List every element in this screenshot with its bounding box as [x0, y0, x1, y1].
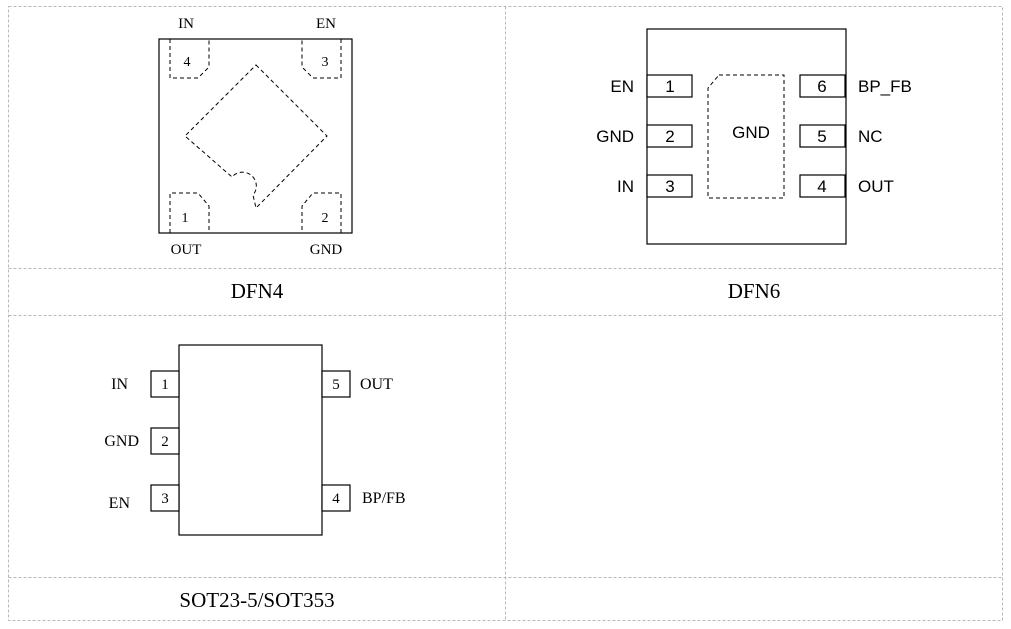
sot23-body — [178, 344, 323, 536]
dfn6-caption: DFN6 — [727, 279, 781, 303]
sot23-pin-number: 1 — [161, 377, 169, 393]
sot23-pin1-lead — [150, 370, 180, 398]
dfn4-pin-number: 2 — [322, 211, 329, 226]
sot23-pin-number: 4 — [332, 491, 340, 507]
dfn6-pin-label: IN — [617, 177, 634, 196]
dfn6-pin6-pad — [799, 74, 846, 98]
dfn6-pin-label: NC — [858, 127, 883, 146]
dfn4-body — [158, 38, 353, 234]
dfn6-pin-number: 4 — [817, 177, 826, 196]
sot23-pin-number: 2 — [161, 434, 169, 450]
dfn6-pin-number: 5 — [817, 127, 826, 146]
dfn6-pin1-pad — [646, 74, 693, 98]
sot23-pin-label: OUT — [360, 376, 393, 393]
sot23-pin5-lead — [321, 370, 351, 398]
sot23-pin3-lead — [150, 484, 180, 512]
dfn4-pin3-pad — [301, 39, 342, 79]
dfn4-pin2-pad — [301, 192, 342, 233]
dfn4-pin-number: 4 — [184, 55, 191, 70]
sot23-pin-label: BP/FB — [362, 490, 406, 507]
dfn6-pin-number: 2 — [665, 127, 674, 146]
sot23-pin4-lead — [321, 484, 351, 512]
dfn6-pin3-pad — [646, 174, 693, 198]
sot23-caption: SOT23-5/SOT353 — [179, 588, 335, 612]
dfn4-pin-number: 1 — [182, 211, 189, 226]
sot23-pin-label: EN — [109, 495, 131, 512]
dfn6-pin5-pad — [799, 124, 846, 148]
dfn6-pin-number: 3 — [665, 177, 674, 196]
dfn4-pin1-pad — [169, 192, 210, 233]
sot23-pin-label: IN — [111, 376, 128, 393]
dfn6-pin-label: OUT — [858, 177, 894, 196]
dfn6-pin-number: 1 — [665, 77, 674, 96]
sot23-pin2-lead — [150, 427, 180, 455]
dfn4-pin-label: GND — [310, 242, 343, 258]
sot23-pin-number: 5 — [332, 377, 340, 393]
dfn6-pin-label: BP_FB — [858, 77, 912, 96]
dfn6-center-pad — [707, 74, 785, 199]
dfn6-pin4-pad — [799, 174, 846, 198]
dfn4-caption: DFN4 — [230, 279, 284, 303]
dfn4-pin-label: IN — [178, 16, 194, 32]
dfn4-pin-number: 3 — [322, 55, 329, 70]
dfn4-pin-label: OUT — [171, 242, 202, 258]
sot23-pin-label: GND — [104, 433, 139, 450]
sot23-pin-number: 3 — [161, 491, 169, 507]
dfn6-pad-label: GND — [732, 123, 770, 142]
dfn6-pin-number: 6 — [817, 77, 826, 96]
dfn4-center-pad — [184, 64, 328, 209]
dfn6-pin2-pad — [646, 124, 693, 148]
dfn6-pin-label: EN — [610, 77, 634, 96]
dfn6-pin-label: GND — [596, 127, 634, 146]
dfn4-pin-label: EN — [316, 16, 336, 32]
dfn4-pin4-pad — [169, 39, 210, 79]
